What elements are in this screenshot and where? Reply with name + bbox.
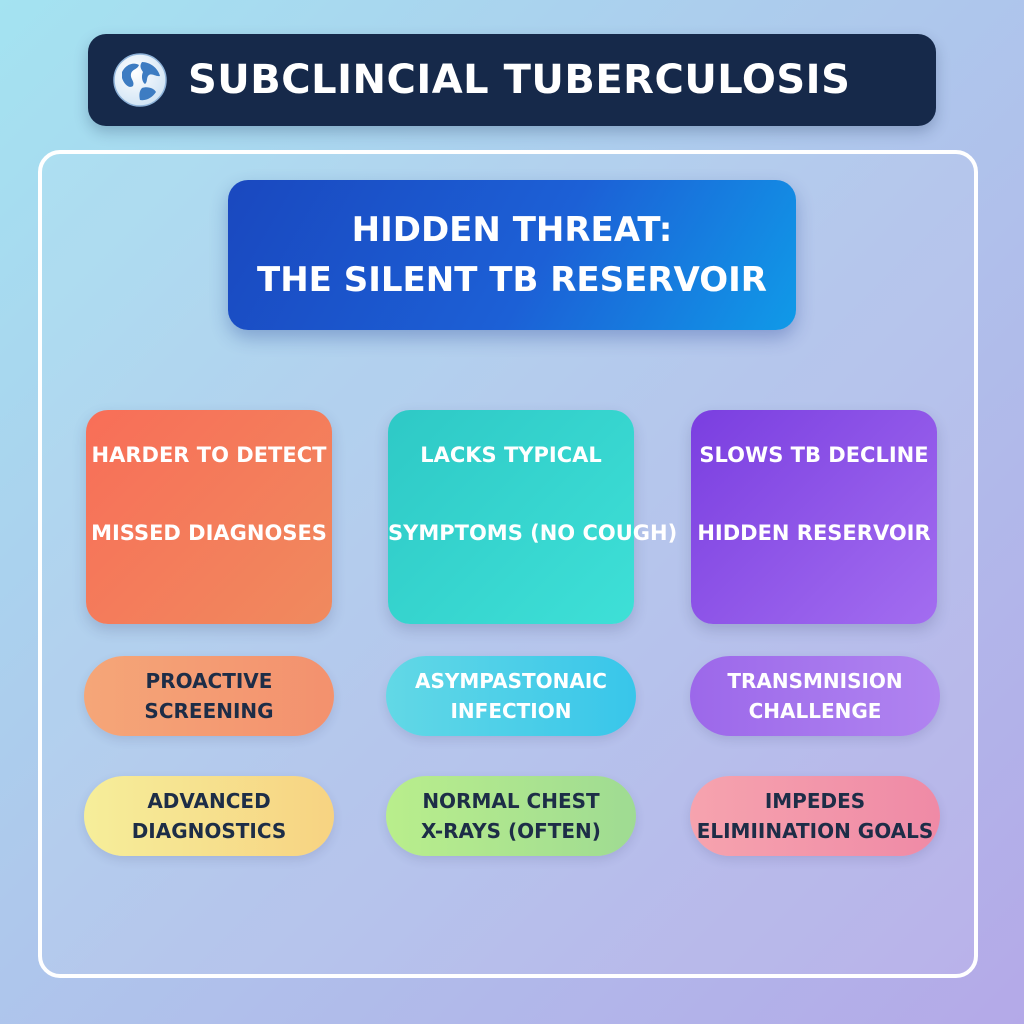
pill-line-1: NORMAL CHEST <box>422 789 600 813</box>
pill-asymptomatic-infection: ASYMPASTONAIC INFECTION <box>386 656 636 736</box>
page-title: SUBCLINCIAL TUBERCULOSIS <box>188 57 851 103</box>
card-line-1: SLOWS TB DECLINE <box>699 443 929 467</box>
pill-normal-xrays: NORMAL CHEST X-RAYS (OFTEN) <box>386 776 636 856</box>
hero-line-2: THE SILENT TB RESERVOIR <box>257 260 767 300</box>
card-detection: HARDER TO DETECT MISSED DIAGNOSES <box>86 410 332 624</box>
pill-line-1: PROACTIVE <box>145 669 273 693</box>
pill-line-2: SCREENING <box>144 699 274 723</box>
pill-line-2: DIAGNOSTICS <box>131 819 287 843</box>
pill-elimination-goals: IMPEDES ELIMIINATION GOALS <box>690 776 940 856</box>
pill-line-1: IMPEDES <box>764 789 866 813</box>
hero-banner: HIDDEN THREAT: THE SILENT TB RESERVOIR <box>228 180 796 330</box>
pill-advanced-diagnostics: ADVANCED DIAGNOSTICS <box>84 776 334 856</box>
card-line-2: SYMPTOMS (NO COUGH) <box>388 521 678 545</box>
pill-line-1: TRANSMNISION <box>727 669 903 693</box>
card-line-1: LACKS TYPICAL <box>420 443 602 467</box>
card-symptoms: LACKS TYPICAL SYMPTOMS (NO COUGH) <box>388 410 678 624</box>
pill-proactive-screening: PROACTIVE SCREENING <box>84 656 334 736</box>
card-line-2: MISSED DIAGNOSES <box>91 521 327 545</box>
card-line-2: HIDDEN RESERVOIR <box>697 521 931 545</box>
title-banner: SUBCLINCIAL TUBERCULOSIS <box>88 34 936 126</box>
pill-line-1: ADVANCED <box>147 789 271 813</box>
pill-transmission-challenge: TRANSMNISION CHALLENGE <box>690 656 940 736</box>
card-reservoir: SLOWS TB DECLINE HIDDEN RESERVOIR <box>691 410 937 624</box>
card-line-1: HARDER TO DETECT <box>91 443 327 467</box>
pill-line-2: CHALLENGE <box>748 699 882 723</box>
pill-line-2: X-RAYS (OFTEN) <box>421 819 601 843</box>
hero-line-1: HIDDEN THREAT: <box>351 210 673 250</box>
globe-icon <box>113 53 167 107</box>
pill-line-2: ELIMIINATION GOALS <box>696 819 934 843</box>
pill-line-2: INFECTION <box>450 699 572 723</box>
pill-line-1: ASYMPASTONAIC <box>415 669 607 693</box>
